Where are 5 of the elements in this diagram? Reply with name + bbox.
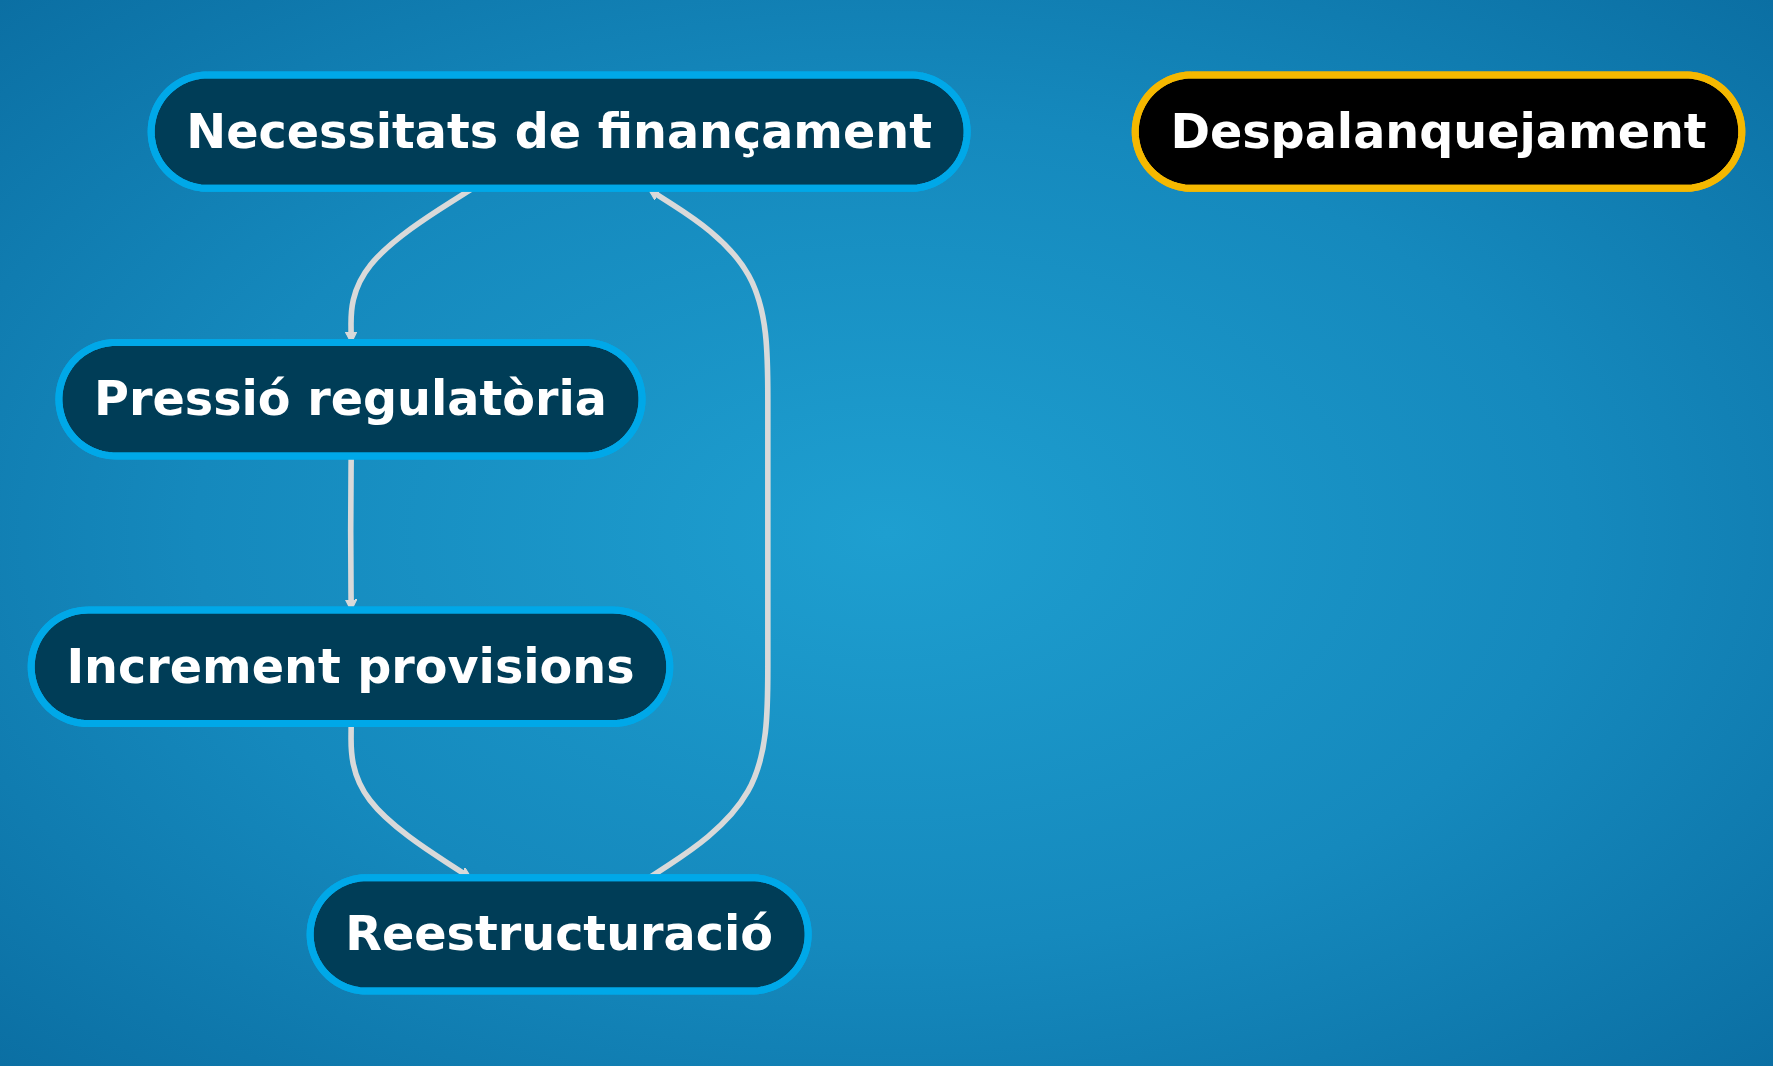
stadium-node: Increment provisions: [27, 606, 674, 728]
stadium-node: Pressió regulatòria: [55, 338, 646, 460]
stadium-node: Despalanquejament: [1131, 71, 1746, 192]
stadium-node: Necessitats de finançament: [147, 71, 971, 192]
stadium-node: Reestructuració: [306, 874, 812, 995]
